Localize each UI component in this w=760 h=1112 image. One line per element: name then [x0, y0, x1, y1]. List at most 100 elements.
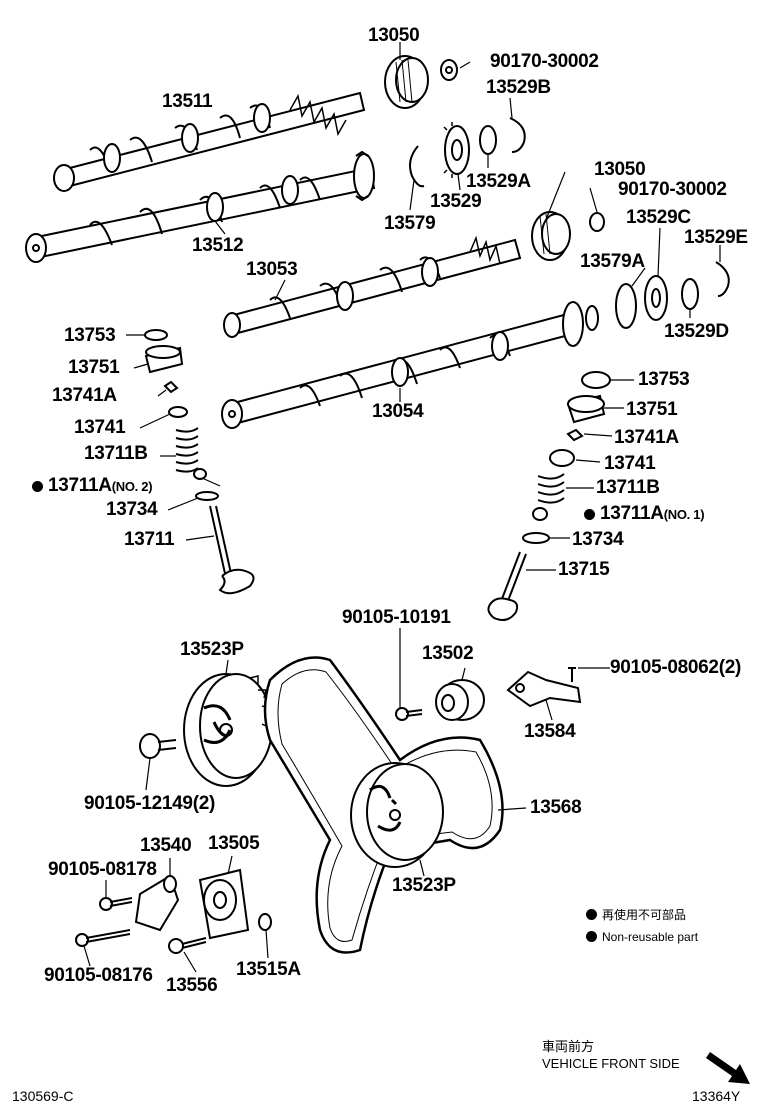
pulley-13523p-upper [183, 673, 273, 787]
label-13511: 13511 [162, 91, 213, 112]
label-13741-right: 13741 [604, 453, 656, 474]
label-13529c: 13529C [626, 207, 691, 228]
sub-gear-13529 [443, 122, 470, 178]
label-90105-08178: 90105-08178 [48, 859, 157, 880]
camshaft-13054 [221, 301, 599, 429]
label-13711a-left-number: 13711A [48, 475, 112, 496]
label-13711a-left: 13711A(NO. 2) [32, 475, 153, 497]
label-13711b-left: 13711B [84, 443, 148, 464]
label-13515a: 13515A [236, 959, 301, 980]
label-90105-08176: 90105-08176 [44, 965, 153, 986]
label-13579a: 13579A [580, 251, 645, 272]
label-13753-left: 13753 [64, 325, 116, 346]
valve-stack-left [144, 329, 255, 595]
gear-13050-upper [384, 55, 429, 109]
label-13734-left: 13734 [106, 499, 158, 520]
label-13529e: 13529E [684, 227, 748, 248]
front-side-en: VEHICLE FRONT SIDE [542, 1056, 680, 1071]
vehicle-front-arrow-icon [706, 1052, 750, 1084]
pulley-13523p-lower [350, 762, 444, 868]
label-13529b: 13529B [486, 77, 551, 98]
label-13579: 13579 [384, 213, 436, 234]
ring-13579a [615, 283, 637, 329]
leader-lines-middle [274, 171, 721, 402]
ring-13529a [479, 125, 497, 155]
label-13505: 13505 [208, 833, 260, 854]
legend-en-text: Non-reusable part [602, 930, 699, 944]
label-13529d: 13529D [664, 321, 729, 342]
bolt-90105-10191 [395, 707, 423, 721]
snap-ring-13579 [409, 145, 425, 188]
non-reusable-dot-icon [584, 509, 595, 520]
legend-dot-icon [586, 931, 597, 942]
label-13711a-right: 13711A(NO. 1) [584, 503, 705, 525]
snap-ring-13529b [509, 117, 526, 153]
nut-90170-lower [589, 212, 605, 232]
legend-jp-text: 再使用不可部品 [602, 908, 687, 922]
label-13054: 13054 [372, 401, 424, 422]
washer-13515a [258, 913, 272, 931]
bracket-13584 [506, 667, 582, 708]
label-13741a-right: 13741A [614, 427, 679, 448]
label-13540: 13540 [140, 835, 192, 856]
front-side-jp: 車両前方 [542, 1039, 595, 1054]
label-13711: 13711 [124, 529, 175, 550]
leader-lines-upper [214, 42, 513, 235]
label-13050-lower: 13050 [594, 159, 646, 180]
tensioner-13505 [198, 868, 250, 940]
label-90170-30002-upper: 90170-30002 [490, 51, 599, 72]
nut-90170-upper [440, 59, 458, 81]
label-13523p-upper: 13523P [180, 639, 244, 660]
label-13556: 13556 [166, 975, 218, 996]
legend-dot-icon [586, 909, 597, 920]
camshaft-13053 [223, 235, 522, 338]
legend-en: Non-reusable part [586, 930, 698, 944]
label-13523p-lower: 13523P [392, 875, 456, 896]
label-13050-upper: 13050 [368, 25, 420, 46]
label-13734-right: 13734 [572, 529, 624, 550]
label-13502: 13502 [422, 643, 474, 664]
figure-ref-left: 130569-C [12, 1088, 74, 1104]
valve-stack-right [487, 371, 611, 621]
leader-lines-lower [83, 628, 610, 973]
bolt-90105-08178 [99, 897, 133, 911]
bolt-90105-12149 [139, 733, 177, 759]
camshaft-13512 [25, 150, 376, 263]
label-13711b-right: 13711B [596, 477, 660, 498]
label-90105-10191: 90105-10191 [342, 607, 451, 628]
idler-13502 [435, 679, 485, 721]
label-13711a-left-note: (NO. 2) [111, 479, 153, 494]
label-13711a-right-note: (NO. 1) [663, 507, 705, 522]
label-13753-right: 13753 [638, 369, 690, 390]
label-13584: 13584 [524, 721, 576, 742]
camshaft-13511 [53, 91, 366, 192]
label-13512: 13512 [192, 235, 244, 256]
gear-13050-lower [531, 211, 571, 261]
label-13529a: 13529A [466, 171, 531, 192]
legend-jp: 再使用不可部品 [586, 908, 686, 922]
label-13529: 13529 [430, 191, 482, 212]
bolt-90105-08176 [75, 929, 131, 947]
sub-gear-13529c [644, 275, 668, 321]
snap-ring-13529e [715, 261, 730, 297]
label-90105-12149: 90105-12149(2) [84, 793, 216, 814]
ring-13529d [681, 278, 699, 310]
non-reusable-dot-icon [32, 481, 43, 492]
label-13751-right: 13751 [626, 399, 678, 420]
leader-lines-right-valve [526, 379, 634, 571]
bolt-13556 [168, 937, 207, 954]
label-90105-08062: 90105-08062(2) [610, 657, 742, 678]
label-13711a-right-number: 13711A [600, 503, 664, 524]
figure-ref-right: 13364Y [692, 1088, 741, 1104]
label-13715: 13715 [558, 559, 610, 580]
nut-hole [445, 66, 453, 74]
label-13741-left: 13741 [74, 417, 126, 438]
label-13751-left: 13751 [68, 357, 120, 378]
label-90170-30002-lower: 90170-30002 [618, 179, 727, 200]
label-13568: 13568 [530, 797, 582, 818]
leader-lines-left-valve [126, 334, 221, 541]
label-13741a-left: 13741A [52, 385, 117, 406]
bracket-13540 [134, 874, 180, 932]
